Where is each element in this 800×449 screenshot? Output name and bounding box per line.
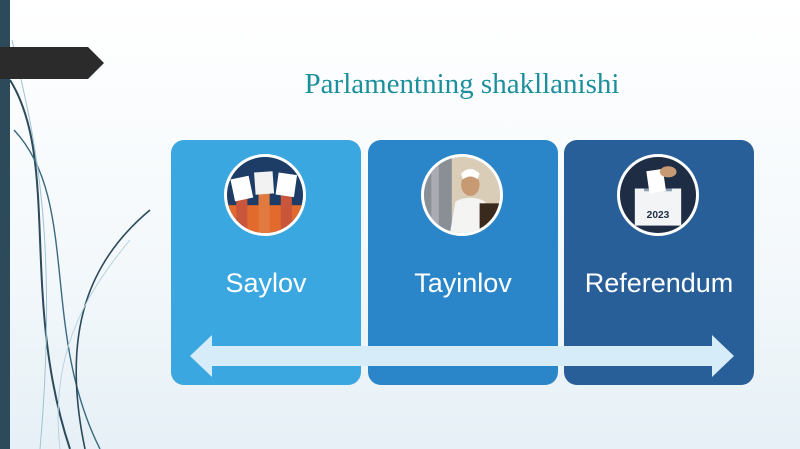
card-referendum: 2023 Referendum [564,140,754,385]
slide-tab-shape [0,47,104,79]
raised-ballots-image [224,154,306,236]
ballot-box-year: 2023 [647,210,670,221]
card-tayinlov: Tayinlov [368,140,558,385]
card-label-tayinlov: Tayinlov [414,268,512,298]
card-label-referendum: Referendum [584,268,734,298]
ballot-box-image: 2023 [617,154,699,236]
card-label-saylov: Saylov [225,268,307,298]
double-headed-arrow [190,335,734,377]
official-portrait-image [421,154,503,236]
slide-title: Parlamentning shakllanishi [304,68,620,100]
left-accent-bar [0,0,10,449]
